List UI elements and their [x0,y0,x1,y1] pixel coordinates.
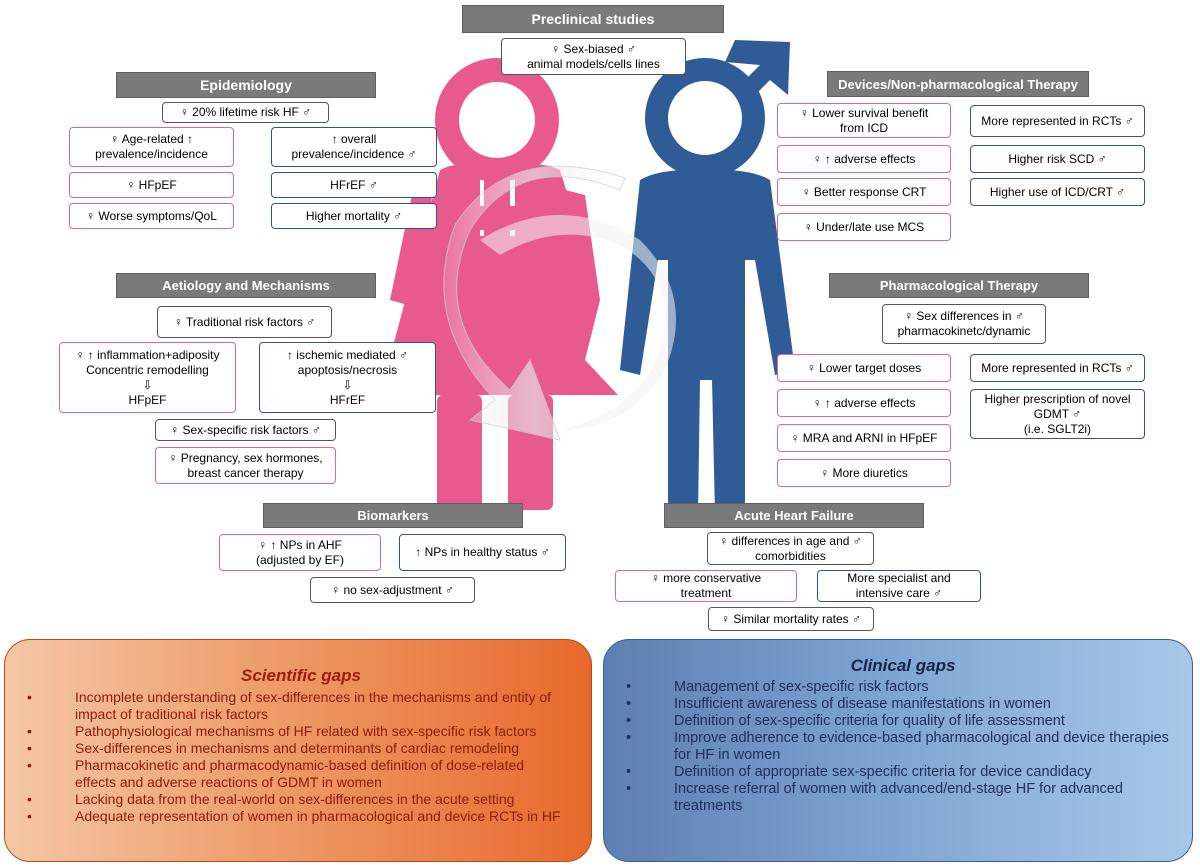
epi-female-age-related: ♀ Age-related ↑ prevalence/incidence [69,127,234,167]
header-biomarkers: Biomarkers [263,503,523,528]
scientific-gaps-panel: Scientific gaps Incomplete understanding… [4,639,592,862]
ahf-differences-age: ♀ differences in age and ♂ comorbidities [707,532,874,565]
pharm-female-target-doses: ♀ Lower target doses [777,354,951,382]
dev-male-icd-crt-use: Higher use of ICD/CRT ♂ [970,178,1145,206]
clinical-gaps-list: Management of sex-specific risk factors … [626,679,1172,815]
dev-female-adverse-effects: ♀ ↑ adverse effects [777,145,951,173]
header-acute-heart-failure: Acute Heart Failure [664,503,924,528]
list-item: Improve adherence to evidence-based phar… [626,730,1172,764]
pharm-sex-differences: ♀ Sex differences in ♂ pharmacokinetc/dy… [882,304,1046,344]
epi-female-worse-symptoms: ♀ Worse symptoms/QoL [69,203,234,229]
preclinical-animal-models: ♀ Sex-biased ♂ animal models/cells lines [501,38,686,75]
clinical-gaps-panel: Clinical gaps Management of sex-specific… [603,639,1193,862]
epi-lifetime-risk: ♀ 20% lifetime risk HF ♂ [162,102,329,123]
epi-male-overall-prevalence: ↑ overall prevalence/incidence ♂ [271,127,437,167]
header-pharmacological-therapy: Pharmacological Therapy [829,273,1089,298]
list-item: Pharmacokinetic and pharmacodynamic-base… [27,757,567,791]
ahf-female-conservative: ♀ more conservative treatment [615,570,797,602]
list-item: Pathophysiological mechanisms of HF rela… [27,723,567,740]
female-figure-icon [380,58,618,510]
aet-female-mechanism: ♀ ↑ inflammation+adiposity Concentric re… [59,342,236,413]
list-item: Incomplete understanding of sex-differen… [27,689,567,723]
dev-female-mcs-use: ♀ Under/late use MCS [777,213,951,241]
aet-pregnancy-hormones: ♀ Pregnancy, sex hormones, breast cancer… [155,447,336,484]
header-epidemiology: Epidemiology [116,72,376,98]
epi-male-hfref: HFrEF ♂ [271,172,437,198]
epi-male-higher-mortality: Higher mortality ♂ [271,203,437,229]
pharm-male-rct-representation: More represented in RCTs ♂ [970,354,1145,382]
header-preclinical-studies: Preclinical studies [462,5,724,33]
bio-male-nps-healthy: ↑ NPs in healthy status ♂ [399,534,566,571]
pharm-male-novel-gdmt: Higher prescription of novel GDMT ♂ (i.e… [970,389,1145,439]
dev-male-risk-scd: Higher risk SCD ♂ [970,145,1145,173]
epi-female-hfpef: ♀ HFpEF [69,172,234,198]
bio-female-nps-ahf: ♀ ↑ NPs in AHF (adjusted by EF) [219,534,381,571]
aet-traditional-risk: ♀ Traditional risk factors ♂ [157,306,332,338]
pharm-female-diuretics: ♀ More diuretics [777,459,951,487]
list-item: Adequate representation of women in phar… [27,808,567,825]
dev-female-crt-response: ♀ Better response CRT [777,178,951,206]
dev-male-rct-representation: More represented in RCTs ♂ [970,105,1145,137]
list-item: Insufficient awareness of disease manife… [626,696,1172,713]
header-devices-therapy: Devices/Non-pharmacological Therapy [827,71,1089,97]
bio-no-sex-adjustment: ♀ no sex-adjustment ♂ [310,577,475,603]
dev-female-survival-icd: ♀ Lower survival benefit from ICD [777,103,951,138]
ahf-similar-mortality: ♀ Similar mortality rates ♂ [708,607,874,631]
pharm-female-mra-arni: ♀ MRA and ARNI in HFpEF [777,424,951,452]
list-item: Increase referral of women with advanced… [626,781,1172,815]
aet-male-mechanism: ↑ ischemic mediated ♂ apoptosis/necrosis… [259,342,436,413]
list-item: Sex-differences in mechanisms and determ… [27,740,567,757]
aet-sex-specific-risk: ♀ Sex-specific risk factors ♂ [155,419,336,441]
clinical-gaps-title: Clinical gaps [850,656,956,675]
list-item: Definition of appropriate sex-specific c… [626,764,1172,781]
male-figure-icon [620,40,795,515]
ahf-male-specialist-care: More specialist and intensive care ♂ [817,570,981,602]
circular-arrow-icon [443,165,676,441]
pharm-female-adverse-effects: ♀ ↑ adverse effects [777,389,951,417]
scientific-gaps-list: Incomplete understanding of sex-differen… [27,689,567,825]
list-item: Management of sex-specific risk factors [626,679,1172,696]
list-item: Lacking data from the real-world on sex-… [27,791,567,808]
header-aetiology-mechanisms: Aetiology and Mechanisms [116,273,376,298]
list-item: Definition of sex-specific criteria for … [626,713,1172,730]
scientific-gaps-title: Scientific gaps [241,666,361,685]
